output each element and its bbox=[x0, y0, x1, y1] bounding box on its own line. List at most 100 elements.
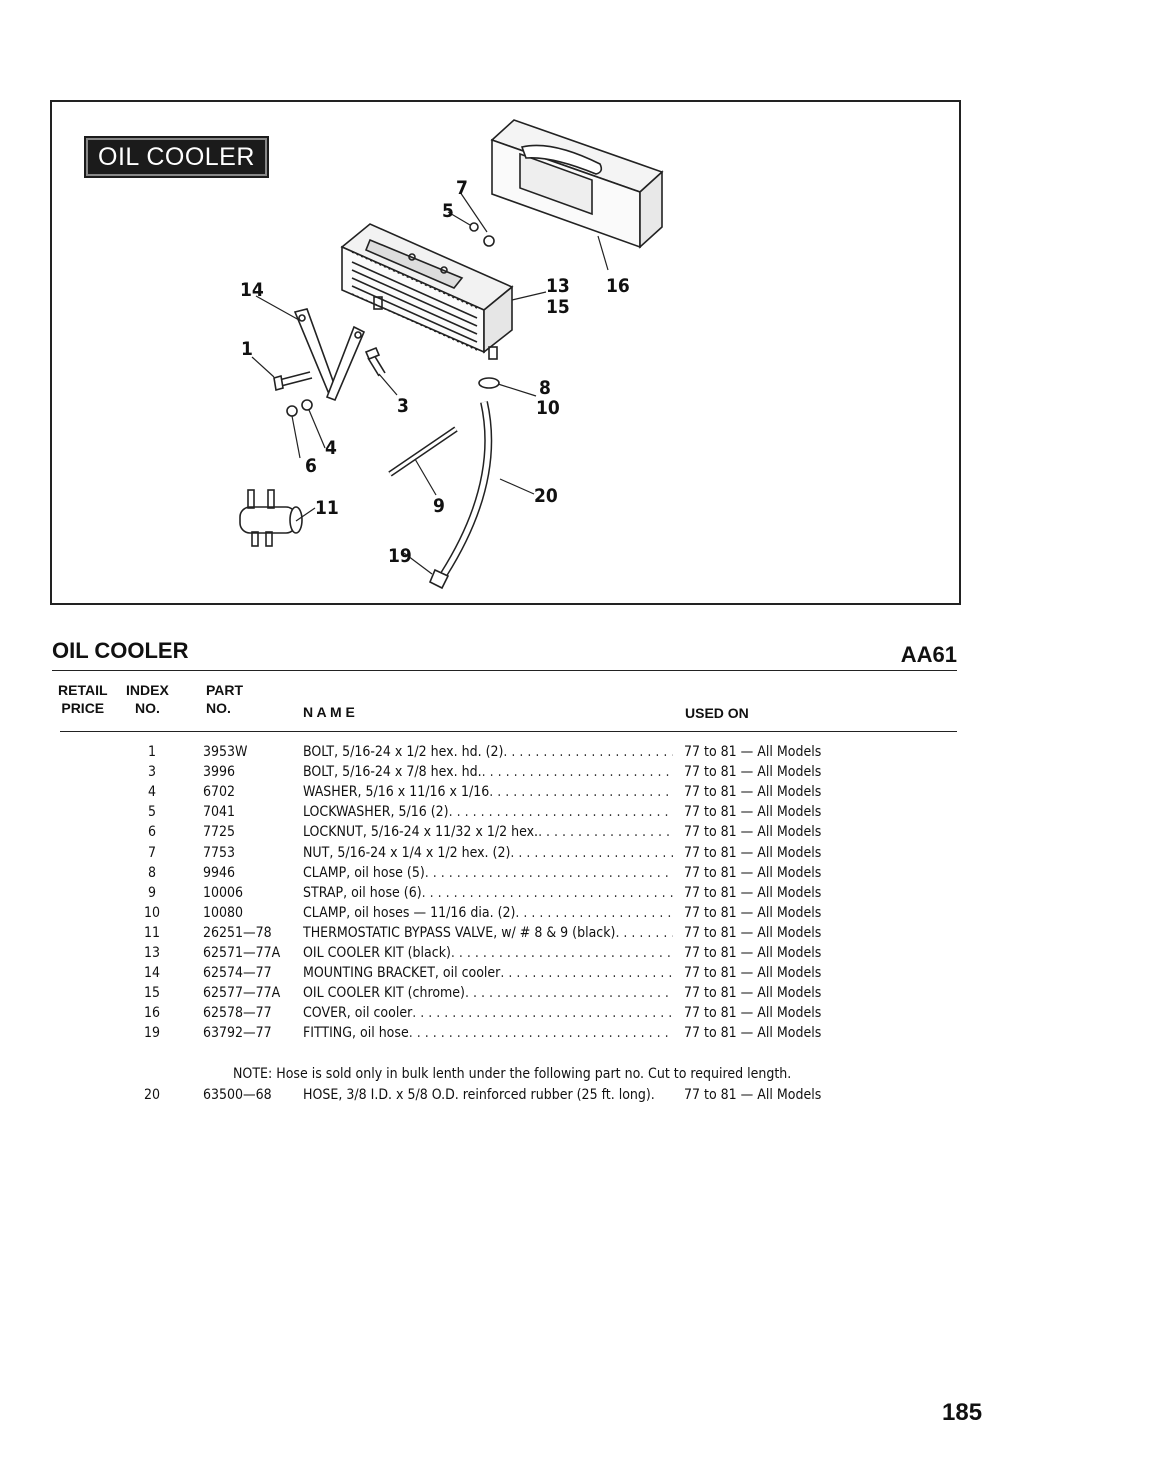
row-part-no: 7725 bbox=[203, 824, 236, 841]
col-used-on: USED ON bbox=[685, 705, 749, 721]
leader-dots: . . . . . . . . . . . . . . . . . . . . … bbox=[615, 924, 673, 941]
row-part-no: 7041 bbox=[203, 804, 236, 821]
row-name: COVER, oil cooler . . . . . . . . . . . … bbox=[303, 1003, 673, 1023]
row-name: CLAMP, oil hose (5) . . . . . . . . . . … bbox=[303, 863, 673, 883]
row-name: NUT, 5/16-24 x 1/4 x 1/2 hex. (2) . . . … bbox=[303, 843, 673, 863]
row-part-no: 62571—77A bbox=[203, 945, 281, 961]
row-used-on: 77 to 81 — All Models bbox=[684, 985, 822, 1002]
row-part-no: 62574—77 bbox=[203, 965, 272, 982]
leader-dots: . . . . . . . . . . . . . . . . . . . . … bbox=[510, 844, 673, 861]
row-name: LOCKNUT, 5/16-24 x 11/32 x 1/2 hex. . . … bbox=[303, 822, 673, 842]
table-row: 20 63500—68 HOSE, 3/8 I.D. x 5/8 O.D. re… bbox=[0, 1085, 1151, 1105]
header-rule bbox=[60, 731, 957, 732]
row-name: STRAP, oil hose (6) . . . . . . . . . . … bbox=[303, 883, 673, 903]
locknut-part bbox=[286, 405, 298, 417]
callout-6: 6 bbox=[305, 455, 317, 477]
row-index: 15 bbox=[143, 985, 161, 1002]
row-used-on: 77 to 81 — All Models bbox=[684, 844, 822, 861]
page-number: 185 bbox=[942, 1399, 983, 1426]
bypass-valve-part bbox=[239, 489, 303, 547]
leader-dots: . . . . . . . . . . . . . . . . . . . . … bbox=[421, 884, 673, 901]
table-row: 9 10006 STRAP, oil hose (6) . . . . . . . … bbox=[0, 883, 1151, 903]
leader-dots: . . . . . . . . . . . . . . . . . . . . … bbox=[500, 965, 673, 982]
row-name: BOLT, 5/16-24 x 7/8 hex. hd. . . . . . .… bbox=[303, 762, 673, 782]
leader-dots: . . . . . . . . . . . . . . . . . . . . … bbox=[481, 764, 673, 781]
leader-dots: . . . . . . . . . . . . . . . . . . . . … bbox=[408, 1025, 673, 1042]
callout-16: 16 bbox=[606, 275, 630, 297]
row-name: OIL COOLER KIT (chrome) . . . . . . . . … bbox=[303, 983, 673, 1003]
row-index: 1 bbox=[147, 744, 156, 760]
row-part-no: 63500—68 bbox=[203, 1087, 272, 1103]
leader-dots: . . . . . . . . . . . . . . . . . . . . … bbox=[412, 1005, 673, 1022]
diagram-badge: OIL COOLER bbox=[84, 136, 269, 178]
row-used-on: 77 to 81 — All Models bbox=[684, 924, 822, 941]
row-used-on: 77 to 81 — All Models bbox=[684, 965, 822, 982]
table-row: 10 10080 CLAMP, oil hoses — 11/16 dia. (2)… bbox=[0, 903, 1151, 923]
mounting-bracket-part bbox=[293, 308, 366, 402]
row-part-no: 26251—78 bbox=[203, 924, 272, 941]
row-used-on: 77 to 81 — All Models bbox=[684, 945, 822, 961]
row-index: 16 bbox=[143, 1005, 161, 1022]
hose-note: NOTE: Hose is sold only in bulk lenth un… bbox=[233, 1066, 792, 1082]
callout-4: 4 bbox=[325, 437, 337, 459]
row-part-no: 62577—77A bbox=[203, 985, 281, 1002]
col-index-no: INDEX NO. bbox=[126, 681, 169, 717]
col-part-no-label: NO. bbox=[206, 700, 231, 716]
row-used-on: 77 to 81 — All Models bbox=[684, 864, 822, 881]
col-price-label: PRICE bbox=[61, 700, 105, 716]
col-index-no-label: NO. bbox=[134, 700, 160, 716]
leader-dots: . . . . . . . . . . . . . . . . . . . . … bbox=[489, 784, 673, 801]
callout-20: 20 bbox=[534, 485, 558, 507]
col-retail-price: RETAIL PRICE bbox=[58, 681, 108, 717]
table-row: 15 62577—77A OIL COOLER KIT (chrome) . . .… bbox=[0, 983, 1151, 1003]
row-used-on: 77 to 81 — All Models bbox=[684, 744, 822, 760]
row-index: 13 bbox=[143, 945, 161, 961]
leader-dots: . . . . . . . . . . . . . . . . . . . . … bbox=[464, 985, 673, 1002]
leader-dots: . . . . . . . . . . . . . . . . . . . . … bbox=[448, 804, 673, 821]
row-used-on: 77 to 81 — All Models bbox=[684, 1025, 822, 1042]
row-part-no: 10006 bbox=[203, 884, 244, 901]
callout-7: 7 bbox=[456, 177, 468, 199]
row-index: 3 bbox=[147, 764, 156, 781]
col-retail-label: RETAIL bbox=[58, 682, 108, 698]
callout-10: 10 bbox=[536, 397, 560, 419]
row-index: 7 bbox=[147, 844, 156, 861]
row-index: 9 bbox=[147, 884, 156, 901]
row-index: 10 bbox=[143, 904, 161, 921]
callout-13: 13 bbox=[546, 275, 570, 297]
callout-8: 8 bbox=[539, 377, 551, 399]
lockwasher-part bbox=[469, 222, 479, 232]
row-index: 4 bbox=[147, 784, 156, 801]
row-name: CLAMP, oil hoses — 11/16 dia. (2) . . . … bbox=[303, 903, 673, 923]
exploded-parts-diagram: 7 5 14 13 15 16 1 8 10 3 4 6 20 11 9 19 bbox=[239, 119, 664, 590]
row-used-on: 77 to 81 — All Models bbox=[684, 1005, 822, 1022]
callout-3: 3 bbox=[397, 395, 409, 417]
row-used-on: 77 to 81 — All Models bbox=[684, 904, 822, 921]
row-index: 11 bbox=[143, 924, 161, 941]
col-part-no: PART NO. bbox=[206, 681, 243, 717]
row-index: 20 bbox=[143, 1087, 161, 1103]
row-name: FITTING, oil hose . . . . . . . . . . . … bbox=[303, 1023, 673, 1043]
row-part-no: 10080 bbox=[203, 904, 244, 921]
col-index-label: INDEX bbox=[126, 682, 169, 698]
col-part-label: PART bbox=[206, 682, 244, 698]
row-used-on: 77 to 81 — All Models bbox=[684, 784, 822, 801]
nut-part bbox=[483, 235, 495, 247]
callout-15: 15 bbox=[546, 296, 570, 318]
callout-14: 14 bbox=[240, 279, 264, 301]
section-title: OIL COOLER bbox=[52, 638, 189, 663]
row-index: 8 bbox=[147, 864, 156, 881]
bolt-parts bbox=[273, 346, 386, 392]
row-used-on: 77 to 81 — All Models bbox=[684, 824, 822, 841]
row-name: LOCKWASHER, 5/16 (2) . . . . . . . . . .… bbox=[303, 802, 673, 822]
